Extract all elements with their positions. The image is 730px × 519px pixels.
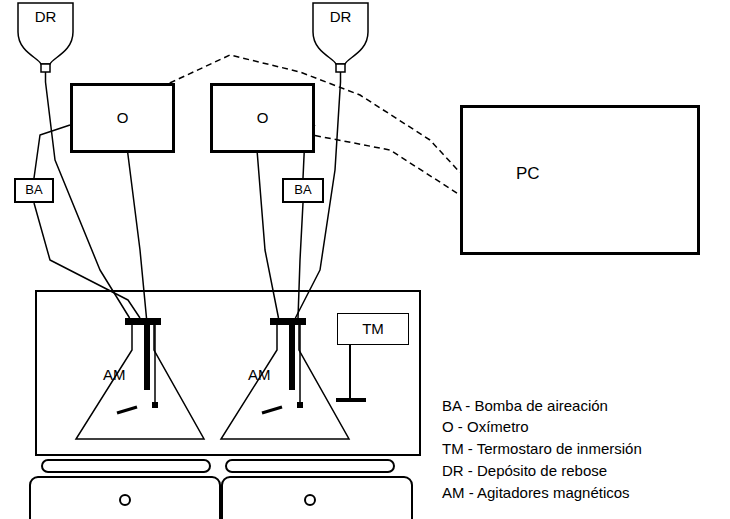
overflow-tank: DR [312,2,369,82]
stir-bar [262,407,282,413]
oximeter-box: O [70,83,175,153]
connector-line [298,203,303,318]
tank-body [313,3,368,64]
connector-line [128,153,147,318]
probe-wire [299,325,301,404]
stirrer-knob [120,495,130,505]
legend-text: AM - Agitadores magnéticos [442,484,630,501]
connector-line [34,125,70,178]
probe-tip [152,402,158,408]
flask-outline [75,318,205,440]
legend-text: BA - Bomba de aireación [442,397,608,414]
stirrer-base [30,477,220,519]
connector-line [315,136,460,196]
stir-bar [117,407,137,413]
node-label: AM [103,366,126,383]
tank-nozzle [41,64,50,72]
thermostat-box: TM [337,313,409,345]
flask-body [221,322,349,439]
tank-tube [340,72,342,82]
probe-wire [154,325,156,404]
oximeter-box: O [210,83,315,153]
legend-text: DR - Depósito de rebose [442,462,607,479]
node-label: TM [362,320,384,337]
node-label: PC [516,164,540,184]
stirrer-knob [305,495,315,505]
water-bath [36,291,420,455]
connector-line [170,55,460,173]
thermostat-rod [349,345,351,400]
node-label: O [257,109,269,126]
node-label: DR [312,8,369,25]
flask: AM [75,318,205,440]
flask-stopper [270,318,306,325]
connector-line [257,153,278,318]
probe-tip [297,402,303,408]
computer-box: PC [460,105,700,255]
node-label: AM [248,366,271,383]
tube-connector [34,203,140,318]
pump-box: BA [282,178,324,203]
stirrer-plate [226,460,394,472]
node-label: BA [294,183,311,198]
tube-connector [34,125,70,178]
flask: AM [220,318,350,440]
connector-line [34,203,140,318]
legend-text: O - Oxímetro [442,418,529,435]
tank-nozzle [336,64,345,72]
legend-text: TM - Termostaro de inmersión [442,440,642,457]
tank-body [18,3,73,64]
node-label: O [117,109,129,126]
tube-connector [128,153,147,318]
pump-box: BA [14,178,54,203]
tube-connector [257,153,278,318]
node-label: BA [25,183,42,198]
flask-outline [220,318,350,440]
data-link [315,136,460,196]
probe-rod [289,325,295,390]
overflow-tank: DR [17,2,74,82]
stirrer-plate [42,460,210,472]
stirrer-base [222,477,412,519]
probe-rod [144,325,150,390]
flask-body [76,322,204,439]
flask-stopper [125,318,161,325]
tube-connector [298,203,303,318]
data-link [170,55,460,173]
tank-tube [45,72,47,82]
node-label: DR [17,8,74,25]
thermostat-foot [336,398,366,402]
